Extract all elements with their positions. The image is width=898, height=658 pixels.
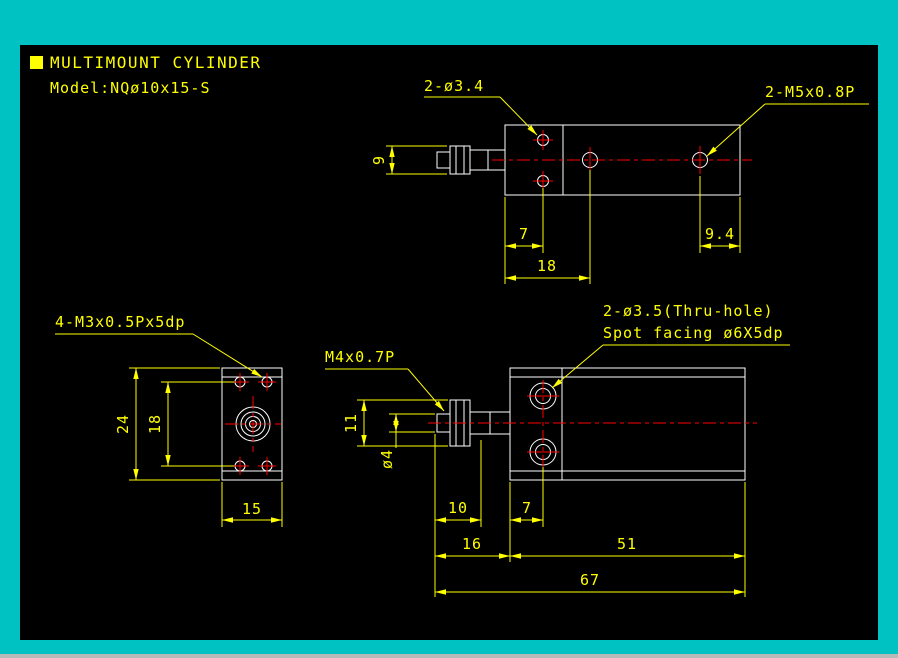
leader-line: [706, 103, 766, 157]
dim-label-18: 18: [537, 257, 557, 275]
dim-label-18: 18: [146, 414, 164, 434]
dim-label-7: 7: [522, 499, 532, 517]
dim-label-9: 9: [370, 155, 388, 165]
leader-line: [192, 333, 263, 378]
dim-label-15: 15: [242, 500, 262, 518]
callout-holes: 2-ø3.4: [424, 77, 484, 95]
front-view-dimensions: 4-M3x0.5Px5dp 24 18 15: [55, 313, 283, 527]
dim-label-67: 67: [580, 571, 600, 589]
drawing-canvas: [20, 45, 878, 640]
callout-mount-holes: 4-M3x0.5Px5dp: [55, 313, 185, 331]
dim-label-11: 11: [342, 413, 360, 433]
side-view-centerlines: [428, 380, 757, 468]
top-view-dimensions: 9 2-ø3.4 2-M5x0.8P 7 9.4 18: [370, 77, 869, 284]
model-label: Model:NQø10x15-S: [50, 79, 211, 97]
dim-label-7: 7: [519, 225, 529, 243]
bore-circle: [240, 411, 266, 437]
window-edge: [0, 654, 898, 658]
front-view-centerlines: [225, 373, 281, 475]
callout-thru-hole: 2-ø3.5(Thru-hole): [603, 302, 774, 320]
dim-label-10: 10: [448, 499, 468, 517]
callout-thread: 2-M5x0.8P: [765, 83, 855, 101]
dim-label-9-4: 9.4: [705, 225, 735, 243]
header: MULTIMOUNT CYLINDER Model:NQø10x15-S: [30, 53, 262, 97]
top-view-centerlines: [492, 130, 752, 191]
dim-label-rod-dia: ø4: [378, 449, 396, 469]
title-bullet-icon: [30, 56, 43, 69]
dim-label-51: 51: [617, 535, 637, 553]
callout-rod-thread: M4x0.7P: [325, 348, 395, 366]
front-view: 4-M3x0.5Px5dp 24 18 15: [55, 313, 283, 527]
dim-label-16: 16: [462, 535, 482, 553]
dim-label-24: 24: [114, 414, 132, 434]
leader-line: [499, 96, 538, 136]
front-view-body: [221, 367, 283, 481]
leader-line: [551, 344, 604, 389]
top-view: 9 2-ø3.4 2-M5x0.8P 7 9.4 18: [370, 77, 869, 284]
side-view-dimensions: M4x0.7P 2-ø3.5(Thru-hole) Spot facing ø6…: [325, 302, 790, 597]
leader-line: [407, 368, 445, 412]
side-view: M4x0.7P 2-ø3.5(Thru-hole) Spot facing ø6…: [325, 302, 790, 597]
page-title: MULTIMOUNT CYLINDER: [50, 53, 262, 72]
callout-spot-facing: Spot facing ø6X5dp: [603, 324, 784, 342]
